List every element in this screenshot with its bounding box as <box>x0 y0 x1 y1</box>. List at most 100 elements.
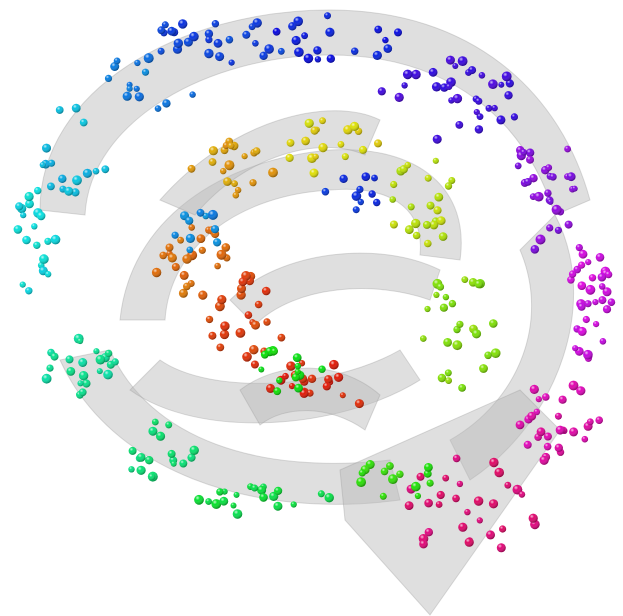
sphere-point <box>394 92 404 102</box>
sphere-point <box>189 445 199 455</box>
sphere-point <box>314 56 322 63</box>
sphere-point <box>113 57 121 65</box>
sphere-point <box>436 283 445 291</box>
sphere-point <box>424 463 433 472</box>
sphere-point <box>434 192 444 202</box>
sphere-point <box>523 440 532 449</box>
sphere-point <box>377 87 386 96</box>
sphere-point <box>324 12 331 20</box>
sphere-point <box>77 337 84 345</box>
sphere-point <box>272 27 281 36</box>
ribbon-band-8 <box>339 389 561 616</box>
sphere-point <box>329 359 339 370</box>
sphere-point <box>424 498 433 508</box>
sphere-point <box>527 411 537 421</box>
sphere-point <box>339 174 348 183</box>
sphere-point <box>128 446 137 455</box>
sphere-point <box>593 321 600 328</box>
sphere-point <box>136 453 146 462</box>
sphere-point <box>504 481 512 489</box>
sphere-point <box>286 361 296 371</box>
sphere-point <box>167 253 177 263</box>
sphere-point <box>529 384 539 394</box>
sphere-point <box>456 320 464 328</box>
sphere-point <box>225 35 234 44</box>
sphere-point <box>34 186 42 195</box>
sphere-point <box>525 148 535 157</box>
ribbon-band-2 <box>449 214 575 481</box>
sphere-point <box>46 364 54 372</box>
sphere-point <box>250 360 259 369</box>
sphere-point <box>520 148 527 156</box>
sphere-point <box>542 393 550 401</box>
sphere-point <box>585 259 592 266</box>
sphere-point <box>443 338 452 347</box>
sphere-point <box>485 104 493 112</box>
sphere-point <box>602 287 612 297</box>
sphere-point <box>452 454 461 463</box>
sphere-point <box>515 420 525 430</box>
sphere-point <box>104 74 113 82</box>
sphere-point <box>479 364 488 373</box>
sphere-point <box>263 318 271 326</box>
sphere-point <box>25 199 34 209</box>
sphere-point <box>389 220 398 229</box>
sphere-point <box>78 388 87 397</box>
sphere-point <box>452 63 459 69</box>
sphere-point <box>558 395 567 404</box>
sphere-point <box>301 136 310 146</box>
sphere-point <box>230 502 237 509</box>
sphere-point <box>19 281 26 288</box>
sphere-point <box>294 368 301 375</box>
sphere-point <box>607 298 616 307</box>
sphere-point <box>566 172 576 182</box>
sphere-point <box>288 383 296 390</box>
sphere-point <box>448 177 456 184</box>
sphere-point <box>244 311 253 319</box>
sphere-point <box>326 54 335 63</box>
sphere-point <box>577 302 586 311</box>
sphere-point <box>162 99 171 108</box>
sphere-point <box>318 365 326 373</box>
sphere-point <box>423 469 432 478</box>
sphere-point <box>186 246 194 254</box>
sphere-point <box>543 432 552 441</box>
sphere-point <box>299 388 309 398</box>
sphere-point <box>264 44 274 54</box>
sphere-point <box>273 387 282 396</box>
sphere-point <box>445 55 455 65</box>
sphere-point <box>394 28 402 37</box>
sphere-point <box>213 238 222 247</box>
sphere-point <box>577 326 587 336</box>
sphere-point <box>436 490 445 500</box>
sphere-point <box>294 47 304 57</box>
sphere-point <box>592 299 599 306</box>
sphere-point <box>145 456 154 465</box>
sphere-point <box>185 233 195 243</box>
sphere-point <box>422 220 431 229</box>
sphere-point <box>151 418 159 426</box>
sphere-point <box>448 299 457 308</box>
sphere-point <box>321 187 330 196</box>
sphere-point <box>224 160 235 171</box>
sphere-point <box>96 368 103 375</box>
sphere-point <box>277 333 286 342</box>
sphere-point <box>411 218 421 229</box>
sphere-point <box>402 69 413 80</box>
sphere-point <box>496 543 506 553</box>
sphere-point <box>273 501 283 511</box>
sphere-point <box>182 254 192 264</box>
sphere-point <box>383 44 393 53</box>
sphere-point <box>575 244 583 252</box>
sphere-point <box>205 36 213 44</box>
sphere-point <box>595 252 605 262</box>
sphere-point <box>458 522 468 532</box>
sphere-point <box>219 496 229 506</box>
sphere-point <box>291 35 301 46</box>
sphere-point <box>219 329 230 340</box>
sphere-point <box>583 349 593 360</box>
sphere-point <box>232 191 240 199</box>
sphere-point <box>585 284 596 295</box>
sphere-point <box>476 113 484 120</box>
sphere-point <box>334 372 344 382</box>
